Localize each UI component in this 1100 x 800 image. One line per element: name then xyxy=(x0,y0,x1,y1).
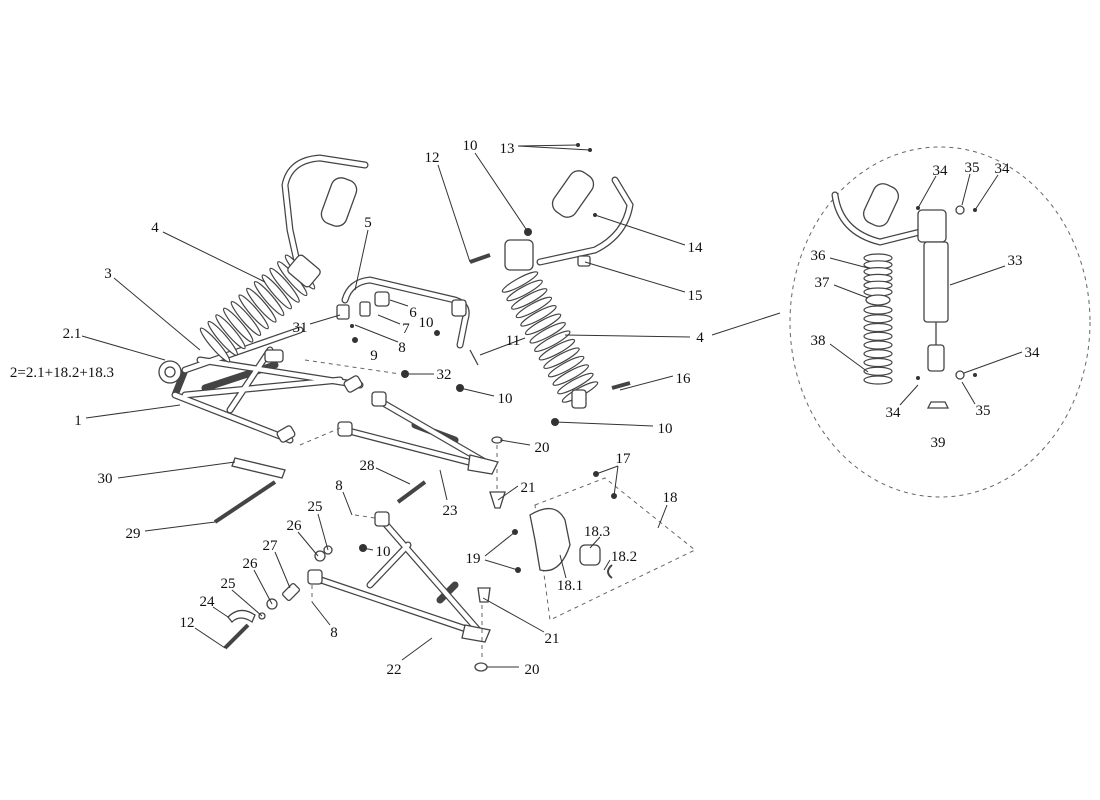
callout-28: 28 xyxy=(360,458,375,474)
callout-37: 37 xyxy=(815,275,831,291)
callout-34: 34 xyxy=(933,163,949,179)
coil-spring xyxy=(863,253,893,385)
upper-a-arm xyxy=(299,391,499,475)
callout-30: 30 xyxy=(98,471,113,487)
callout-23: 23 xyxy=(443,503,458,519)
callout-10: 10 xyxy=(376,544,391,560)
callout-18: 18 xyxy=(663,490,678,506)
callout-8: 8 xyxy=(398,340,406,356)
callout-16: 16 xyxy=(676,371,692,387)
shock-absorber-left xyxy=(199,154,369,363)
callout-7: 7 xyxy=(402,321,410,337)
callout-18-3: 18.3 xyxy=(584,524,610,540)
callout-6: 6 xyxy=(409,305,417,321)
callout-20: 20 xyxy=(535,440,550,456)
callout-22: 22 xyxy=(387,662,402,678)
callout-10: 10 xyxy=(658,421,673,437)
callout-38: 38 xyxy=(811,333,826,349)
callout-12: 12 xyxy=(425,150,440,166)
callout-1: 1 xyxy=(74,413,82,429)
callout-12: 12 xyxy=(180,615,195,631)
callout-4: 4 xyxy=(696,330,704,346)
frame-assembly xyxy=(158,326,364,444)
callout-32: 32 xyxy=(437,367,452,383)
callout-25: 25 xyxy=(221,576,236,592)
callout-labels: 4 3 2.1 2=2.1+18.2+18.3 1 30 29 5 31 6 7… xyxy=(10,138,1040,678)
callout-34: 34 xyxy=(995,161,1011,177)
callout-35: 35 xyxy=(965,160,980,176)
callout-35: 35 xyxy=(976,403,991,419)
callout-26: 26 xyxy=(287,518,303,534)
hardware xyxy=(213,253,631,672)
callout-20: 20 xyxy=(525,662,540,678)
callout-33: 33 xyxy=(1008,253,1023,269)
callout-10: 10 xyxy=(419,315,434,331)
leader-lines xyxy=(81,144,1023,668)
callout-18-2: 18.2 xyxy=(611,549,637,565)
callout-9: 9 xyxy=(370,348,378,364)
callout-17: 17 xyxy=(616,451,632,467)
callout-21: 21 xyxy=(545,631,560,647)
callout-27: 27 xyxy=(263,538,279,554)
callout-10: 10 xyxy=(463,138,478,154)
callout-34: 34 xyxy=(1025,345,1041,361)
callout-25: 25 xyxy=(308,499,323,515)
callout-39: 39 xyxy=(931,435,946,451)
lower-a-arm xyxy=(307,511,491,643)
callout-31: 31 xyxy=(293,320,308,336)
callout-14: 14 xyxy=(688,240,704,256)
callout-10: 10 xyxy=(498,391,513,407)
coil-spring xyxy=(501,271,599,403)
callout-8: 8 xyxy=(335,478,343,494)
shock-detail-inset xyxy=(789,146,1091,498)
coil-spring xyxy=(199,254,316,363)
assembly-formula: 2=2.1+18.2+18.3 xyxy=(10,365,114,381)
callout-4: 4 xyxy=(151,220,159,236)
callout-11: 11 xyxy=(506,333,520,349)
callout-24: 24 xyxy=(200,594,216,610)
callout-19: 19 xyxy=(466,551,481,567)
callout-29: 29 xyxy=(126,526,141,542)
stabilizer-bar xyxy=(304,276,479,392)
callout-15: 15 xyxy=(688,288,703,304)
callout-2-1: 2.1 xyxy=(63,326,82,342)
callout-5: 5 xyxy=(364,215,372,231)
callout-36: 36 xyxy=(811,248,827,264)
shock-absorber-right xyxy=(501,143,634,426)
callout-8: 8 xyxy=(330,625,338,641)
callout-18-1: 18.1 xyxy=(557,578,583,594)
callout-34: 34 xyxy=(886,405,902,421)
callout-3: 3 xyxy=(104,266,112,282)
callout-21: 21 xyxy=(521,480,536,496)
callout-13: 13 xyxy=(500,141,515,157)
callout-26: 26 xyxy=(243,556,259,572)
